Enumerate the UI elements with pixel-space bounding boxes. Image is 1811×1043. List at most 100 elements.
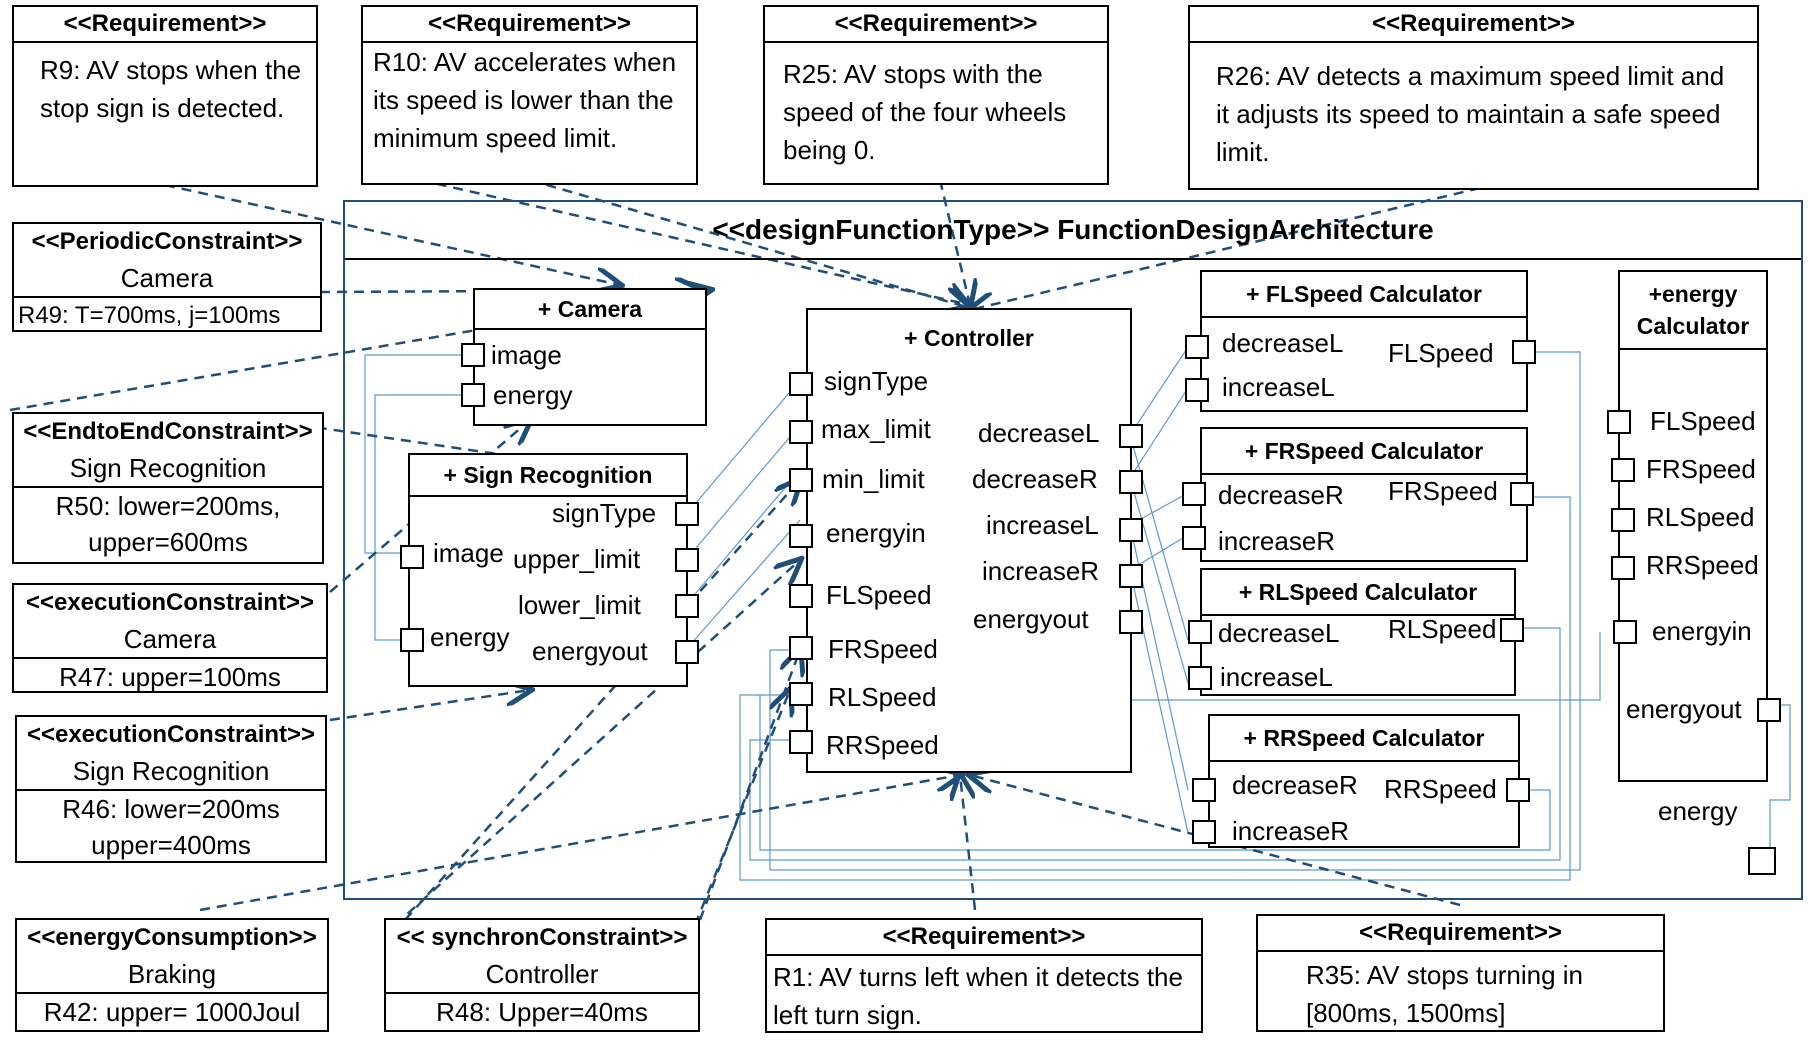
requirement-r10-note[interactable]: <<Requirement>> R10: AV accelerates when… [361, 5, 698, 185]
sign-recognition-component[interactable]: + Sign Recognition [408, 453, 688, 687]
endtoend-target: Sign Recognition [69, 453, 267, 483]
rl-rlspeed-port[interactable] [1500, 618, 1524, 642]
controller-increasel-label: increaseL [986, 510, 1099, 540]
controller-flspeed-port[interactable] [789, 584, 813, 608]
controller-signtype-port[interactable] [789, 372, 813, 396]
r10-stereotype: <<Requirement>> [363, 7, 696, 43]
rrspeed-calculator-component[interactable]: + RRSpeed Calculator [1208, 714, 1520, 848]
controller-decreaser-port[interactable] [1119, 470, 1143, 494]
requirement-r26-note[interactable]: <<Requirement>> R26: AV detects a maximu… [1188, 5, 1759, 190]
endtoend-value2: upper=600ms [88, 527, 248, 557]
energy-consumption-note[interactable]: <<energyConsumption>> Braking R42: upper… [15, 918, 329, 1032]
sign-lower-limit-label: lower_limit [518, 590, 641, 620]
synchron-value: R48: Upper=40ms [386, 992, 698, 1030]
rl-rlspeed-label: RLSpeed [1388, 614, 1497, 644]
rl-increasel-port[interactable] [1188, 666, 1212, 690]
synchron-stereotype: << synchronConstraint>> [396, 924, 688, 951]
r9-text: R9: AV stops when the stop sign is detec… [40, 55, 302, 123]
energy-consumption-target: Braking [127, 959, 217, 989]
controller-energyout-label: energyout [973, 604, 1089, 634]
rl-decreasel-port[interactable] [1188, 620, 1212, 644]
sign-upper-limit-port[interactable] [675, 548, 699, 572]
periodic-constraint-note[interactable]: <<PeriodicConstraint>> Camera R49: T=700… [12, 222, 322, 332]
requirement-r1-note[interactable]: <<Requirement>> R1: AV turns left when i… [765, 918, 1203, 1033]
frame-energy-label: energy [1658, 796, 1738, 826]
execution-constraint-sign-note[interactable]: <<executionConstraint>> Sign Recognition… [15, 715, 327, 863]
rlspeed-calculator-name: + RLSpeed Calculator [1202, 570, 1514, 616]
controller-max-limit-port[interactable] [789, 420, 813, 444]
camera-energy-port[interactable] [461, 383, 485, 407]
controller-decreaser-label: decreaseR [972, 464, 1098, 494]
controller-rlspeed-label: RLSpeed [828, 682, 937, 712]
periodic-stereotype: <<PeriodicConstraint>> [31, 228, 303, 255]
fr-decreaser-port[interactable] [1182, 482, 1206, 506]
controller-decreasel-port[interactable] [1119, 424, 1143, 448]
sign-energy-port[interactable] [400, 628, 424, 652]
flspeed-calculator-component[interactable]: + FLSpeed Calculator [1200, 270, 1528, 412]
rr-decreaser-port[interactable] [1192, 778, 1216, 802]
frspeed-calculator-name: + FRSpeed Calculator [1202, 429, 1526, 475]
frspeed-calculator-component[interactable]: + FRSpeed Calculator [1200, 427, 1528, 562]
frame-title: <<designFunctionType>> FunctionDesignArc… [345, 202, 1801, 260]
energy-energyin-port[interactable] [1613, 620, 1637, 644]
r35-text: R35: AV stops turning in [800ms, 1500ms] [1306, 960, 1584, 1028]
requirement-r9-note[interactable]: <<Requirement>> R9: AV stops when the st… [12, 5, 318, 187]
rr-rrspeed-port[interactable] [1506, 778, 1530, 802]
controller-min-limit-port[interactable] [789, 468, 813, 492]
camera-component[interactable]: + Camera [473, 288, 707, 426]
execution-constraint-camera-note[interactable]: <<executionConstraint>> Camera R47: uppe… [12, 583, 328, 693]
sign-signtype-port[interactable] [675, 502, 699, 526]
controller-rlspeed-port[interactable] [789, 682, 813, 706]
sign-image-port[interactable] [400, 545, 424, 569]
controller-increaser-port[interactable] [1119, 564, 1143, 588]
controller-rrspeed-port[interactable] [789, 730, 813, 754]
camera-image-port[interactable] [461, 343, 485, 367]
camera-image-label: image [491, 340, 562, 370]
requirement-r35-note[interactable]: <<Requirement>> R35: AV stops turning in… [1256, 914, 1665, 1032]
sign-lower-limit-port[interactable] [675, 594, 699, 618]
sign-energyout-port[interactable] [675, 640, 699, 664]
energy-frspeed-port[interactable] [1611, 458, 1635, 482]
controller-max-limit-label: max_limit [821, 414, 931, 444]
controller-energyout-port[interactable] [1119, 610, 1143, 634]
energy-calculator-component[interactable]: +energy Calculator [1618, 270, 1768, 782]
synchron-target: Controller [485, 959, 599, 989]
controller-energyin-port[interactable] [789, 524, 813, 548]
r10-text: R10: AV accelerates when its speed is lo… [373, 47, 677, 153]
fr-frspeed-port[interactable] [1510, 482, 1534, 506]
energy-flspeed-port[interactable] [1607, 410, 1631, 434]
energy-energyout-label: energyout [1626, 694, 1742, 724]
endtoend-constraint-note[interactable]: <<EndtoEndConstraint>> Sign Recognition … [12, 412, 324, 564]
rl-decreasel-label: decreaseL [1218, 618, 1340, 648]
sign-energy-label: energy [430, 622, 510, 652]
energy-energyout-port[interactable] [1757, 698, 1781, 722]
controller-flspeed-label: FLSpeed [826, 580, 932, 610]
synchron-constraint-note[interactable]: << synchronConstraint>> Controller R48: … [384, 918, 700, 1032]
fl-decreasel-port[interactable] [1185, 335, 1209, 359]
controller-component[interactable]: + Controller [806, 308, 1132, 773]
exec-camera-stereotype: <<executionConstraint>> [25, 589, 315, 616]
controller-frspeed-port[interactable] [789, 636, 813, 660]
fl-increasel-port[interactable] [1185, 378, 1209, 402]
camera-name: + Camera [475, 290, 705, 330]
sign-image-label: image [433, 538, 504, 568]
energy-calculator-name: +energy Calculator [1620, 272, 1766, 350]
r1-stereotype: <<Requirement>> [767, 920, 1201, 956]
frame-energy-port[interactable] [1748, 847, 1776, 875]
controller-increasel-port[interactable] [1119, 518, 1143, 542]
rr-increaser-port[interactable] [1192, 820, 1216, 844]
energy-frspeed-label: FRSpeed [1646, 454, 1756, 484]
controller-increaser-label: increaseR [982, 556, 1100, 586]
fr-increaser-port[interactable] [1182, 526, 1206, 550]
periodic-target: Camera [120, 263, 214, 293]
energy-rrspeed-port[interactable] [1611, 556, 1635, 580]
fr-increaser-label: increaseR [1218, 526, 1336, 556]
controller-energyin-label: energyin [826, 518, 926, 548]
rrspeed-calculator-name: + RRSpeed Calculator [1210, 716, 1518, 762]
fl-flspeed-port[interactable] [1512, 340, 1536, 364]
requirement-r25-note[interactable]: <<Requirement>> R25: AV stops with the s… [763, 5, 1109, 185]
fl-decreasel-label: decreaseL [1222, 328, 1344, 358]
exec-sign-value2: upper=400ms [91, 830, 251, 860]
energy-rlspeed-port[interactable] [1611, 508, 1635, 532]
